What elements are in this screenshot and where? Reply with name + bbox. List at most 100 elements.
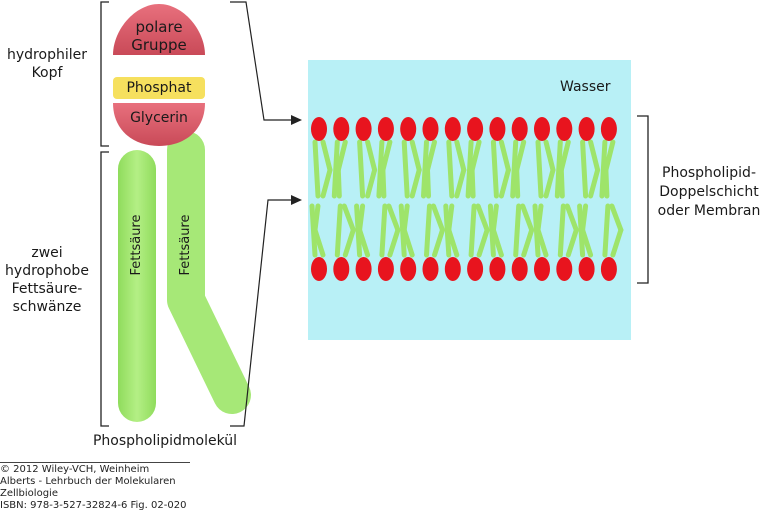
upper-tail — [535, 139, 544, 199]
lower-head — [377, 257, 394, 281]
credits-rule — [0, 462, 190, 463]
upper-head — [511, 117, 528, 141]
upper-tail — [335, 167, 342, 199]
upper-tail — [543, 139, 556, 173]
lower-tail — [520, 203, 535, 233]
credits-line-3: ISBN: 978-3-527-32824-6 Fig. 02-020 — [0, 500, 187, 511]
lower-tail — [357, 227, 371, 258]
upper-head — [489, 117, 506, 141]
upper-tail — [588, 139, 601, 173]
phosphate-label: Phosphat — [126, 80, 192, 96]
fatty-acid-tail-right — [167, 131, 251, 414]
polar-group-label: polare Gruppe — [131, 18, 187, 54]
lower-tail — [432, 227, 445, 258]
lower-tail — [490, 227, 504, 258]
upper-tail — [365, 139, 378, 173]
water-region — [308, 60, 631, 340]
lower-tail — [610, 227, 624, 258]
lower-tail — [535, 203, 544, 233]
credits-line-2: Alberts - Lehrbuch der Molekularen Zellb… — [0, 476, 176, 499]
polar-group-head — [113, 4, 205, 55]
hydrophilic-head-label: hydrophiler Kopf — [7, 47, 87, 81]
connector-tail — [230, 199, 292, 427]
upper-head — [355, 117, 372, 141]
lower-tail — [431, 203, 445, 233]
upper-tail — [335, 139, 348, 173]
arrowhead-tail — [291, 195, 302, 205]
fatty-acid-left-label: Fettsäure — [129, 214, 144, 276]
lower-tail — [565, 227, 579, 258]
upper-tail — [425, 167, 431, 199]
upper-tail — [514, 139, 527, 173]
lower-tail — [401, 203, 410, 233]
lower-tail — [468, 203, 477, 258]
molecule-caption: Phospholipidmolekül — [92, 433, 238, 449]
arrowhead-head — [291, 115, 302, 125]
upper-head — [556, 117, 573, 141]
upper-tail — [599, 139, 608, 199]
upper-head — [400, 117, 417, 141]
head-bracket — [100, 1, 109, 147]
lower-tail — [580, 227, 594, 258]
upper-tail — [331, 139, 340, 199]
lower-head — [600, 257, 617, 281]
lower-tail — [609, 203, 624, 233]
upper-tail — [588, 167, 601, 199]
upper-tail — [312, 139, 321, 199]
upper-tail — [543, 167, 556, 199]
lower-tail — [342, 227, 356, 258]
lower-head — [467, 257, 484, 281]
glycerol-label: Glycerin — [130, 110, 188, 126]
upper-head — [467, 117, 484, 141]
upper-tail — [554, 139, 563, 199]
upper-tail — [425, 139, 437, 173]
glycerol-block — [113, 103, 205, 146]
upper-tail — [469, 139, 482, 173]
upper-head — [578, 117, 595, 141]
upper-tail — [380, 139, 393, 173]
fatty-acid-right-label: Fettsäure — [178, 214, 193, 276]
upper-tail — [376, 139, 385, 199]
upper-head — [600, 117, 617, 141]
lower-tail — [602, 203, 611, 258]
bilayer-label: Phospholipid- Doppelschicht oder Membran — [657, 165, 761, 219]
upper-tail — [454, 139, 467, 173]
lower-tail — [341, 203, 356, 233]
lower-tail — [535, 227, 549, 258]
lower-tail — [476, 227, 490, 258]
lower-head — [355, 257, 372, 281]
upper-tail — [498, 167, 511, 199]
phospholipid-bilayer — [309, 117, 624, 281]
upper-head — [377, 117, 394, 141]
upper-tail — [365, 167, 378, 199]
lower-head — [534, 257, 550, 281]
upper-head — [444, 117, 461, 141]
lower-head — [333, 257, 350, 281]
lower-tail — [387, 227, 401, 258]
upper-tail — [446, 139, 455, 199]
upper-head — [422, 117, 439, 141]
upper-tail — [498, 139, 511, 173]
credits: © 2012 Wiley-VCH, Weinheim Alberts - Leh… — [0, 462, 200, 512]
upper-tail — [510, 139, 519, 199]
membrane-bracket — [637, 115, 649, 284]
upper-tail — [320, 167, 333, 199]
upper-tail — [409, 139, 422, 173]
upper-tail — [580, 139, 589, 199]
upper-head — [534, 117, 550, 141]
lower-tail — [521, 227, 535, 258]
upper-tail — [380, 167, 387, 199]
tail-bracket — [100, 151, 109, 427]
upper-tail — [454, 167, 467, 199]
upper-tail — [401, 139, 410, 199]
upper-tail — [514, 167, 521, 199]
upper-tail — [357, 139, 366, 199]
upper-tail — [465, 139, 474, 199]
lower-tail — [401, 227, 415, 258]
lower-head — [444, 257, 461, 281]
upper-tail — [320, 139, 333, 173]
lower-tail — [446, 227, 460, 258]
water-label: Wasser — [560, 79, 611, 95]
lower-tail — [490, 203, 499, 233]
upper-head — [311, 117, 327, 141]
